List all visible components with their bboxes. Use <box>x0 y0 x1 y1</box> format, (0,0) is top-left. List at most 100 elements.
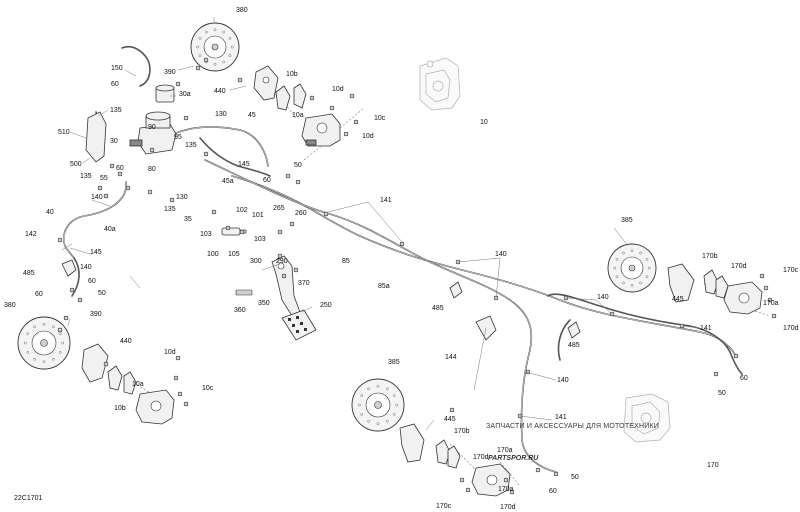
callout-141-b: 141 <box>700 325 712 332</box>
callout-445-right: 445 <box>672 296 684 303</box>
callout-140-b: 140 <box>80 264 92 271</box>
caliper-bracket-top <box>253 65 279 101</box>
fastener <box>509 489 515 495</box>
master-cylinder <box>129 111 177 155</box>
disc-hole <box>615 275 619 278</box>
brake-disc-right <box>607 243 657 293</box>
fastener <box>183 115 189 121</box>
callout-140-d: 140 <box>597 294 609 301</box>
fastener <box>211 209 217 215</box>
disc-hole <box>639 281 642 285</box>
brake-pads-left <box>107 365 137 395</box>
callout-440-left: 440 <box>120 338 132 345</box>
fastener <box>103 361 109 367</box>
callout-390-top: 390 <box>164 69 176 76</box>
fastener <box>503 477 509 483</box>
brake-pedal <box>271 255 301 317</box>
callout-370: 370 <box>298 280 310 287</box>
disc-hole <box>630 249 634 253</box>
disc-hole <box>58 351 62 354</box>
callout-170d-right2: 170d <box>783 325 799 332</box>
callout-40a: 40a <box>104 226 116 233</box>
callout-90: 90 <box>148 124 156 131</box>
fastener <box>449 407 455 413</box>
callout-142: 142 <box>25 231 37 238</box>
disc-hole <box>376 384 380 388</box>
callout-250: 250 <box>320 302 332 309</box>
callout-385-bottom: 385 <box>388 359 400 366</box>
caliper-bracket-left <box>81 343 109 383</box>
clip-485-left <box>61 259 77 277</box>
callout-144: 144 <box>445 354 457 361</box>
brake-pads-right <box>703 269 729 299</box>
callout-170c-bottom: 170c <box>436 503 452 510</box>
callout-485-a: 485 <box>23 270 35 277</box>
caliper-left <box>135 389 175 425</box>
disc-hole <box>33 357 36 361</box>
callout-135-b: 135 <box>80 173 92 180</box>
callout-55: 55 <box>100 175 108 182</box>
hose-45a <box>199 137 271 177</box>
disc-hole <box>360 413 364 416</box>
callout-140-c: 140 <box>495 251 507 258</box>
disc-hole <box>58 332 62 335</box>
caliper-bottom <box>471 463 511 497</box>
callout-leaders <box>61 17 701 431</box>
callout-105: 105 <box>228 251 240 258</box>
fastener <box>353 119 359 125</box>
callout-265: 265 <box>273 205 285 212</box>
fastener <box>535 467 541 473</box>
fastener <box>109 163 115 169</box>
callout-10b-left: 10b <box>114 405 126 412</box>
callout-170a-bottom1: 170a <box>497 447 513 454</box>
fastener <box>285 173 291 179</box>
disc-hole <box>367 387 370 391</box>
reference-caliper-bottom <box>623 393 671 443</box>
callout-60-g: 60 <box>549 488 557 495</box>
fastener <box>763 285 769 291</box>
callout-350: 350 <box>258 300 270 307</box>
disc-hole <box>645 275 649 278</box>
callout-130-b: 130 <box>176 194 188 201</box>
disc-hole <box>228 54 232 57</box>
disc-hole <box>213 28 217 32</box>
fastener <box>289 221 295 227</box>
caliper-bracket-bottom <box>399 423 425 463</box>
callout-145-b: 145 <box>90 249 102 256</box>
fastener <box>323 211 329 217</box>
disc-hole <box>222 60 225 64</box>
callout-10c-top: 10c <box>374 115 386 122</box>
callout-101: 101 <box>252 212 264 219</box>
hose-141-right <box>557 319 571 361</box>
fastener <box>203 57 209 63</box>
callout-60-e: 60 <box>35 291 43 298</box>
callout-10d-left: 10d <box>164 349 176 356</box>
callout-50-d: 50 <box>571 474 579 481</box>
reference-caliper-top <box>419 57 461 111</box>
disc-hole <box>622 281 625 285</box>
callout-170a-bottom2: 170a <box>498 486 514 493</box>
caliper-right <box>723 281 763 315</box>
clip-485-mid <box>449 281 463 299</box>
callout-95: 95 <box>174 134 182 141</box>
watermark-logo: PARTSPOR.RU <box>488 455 539 462</box>
pedal-pad <box>281 309 317 341</box>
callout-10a-left: 10a <box>132 381 144 388</box>
disc-hole <box>205 30 208 34</box>
caliper-bracket-right <box>667 263 695 303</box>
hose-150 <box>121 45 151 87</box>
disc-hole <box>376 422 380 426</box>
brake-disc-bottom <box>351 378 405 432</box>
fastener <box>399 241 405 247</box>
callout-260: 260 <box>295 210 307 217</box>
disc-hole <box>386 419 389 423</box>
callout-45a: 45a <box>222 178 234 185</box>
disc-hole <box>52 357 55 361</box>
fastener <box>713 371 719 377</box>
fastener <box>767 297 773 303</box>
disc-hole <box>33 325 36 329</box>
callout-380-left: 380 <box>4 302 16 309</box>
disc-hole <box>639 251 642 255</box>
disc-hole <box>26 351 30 354</box>
